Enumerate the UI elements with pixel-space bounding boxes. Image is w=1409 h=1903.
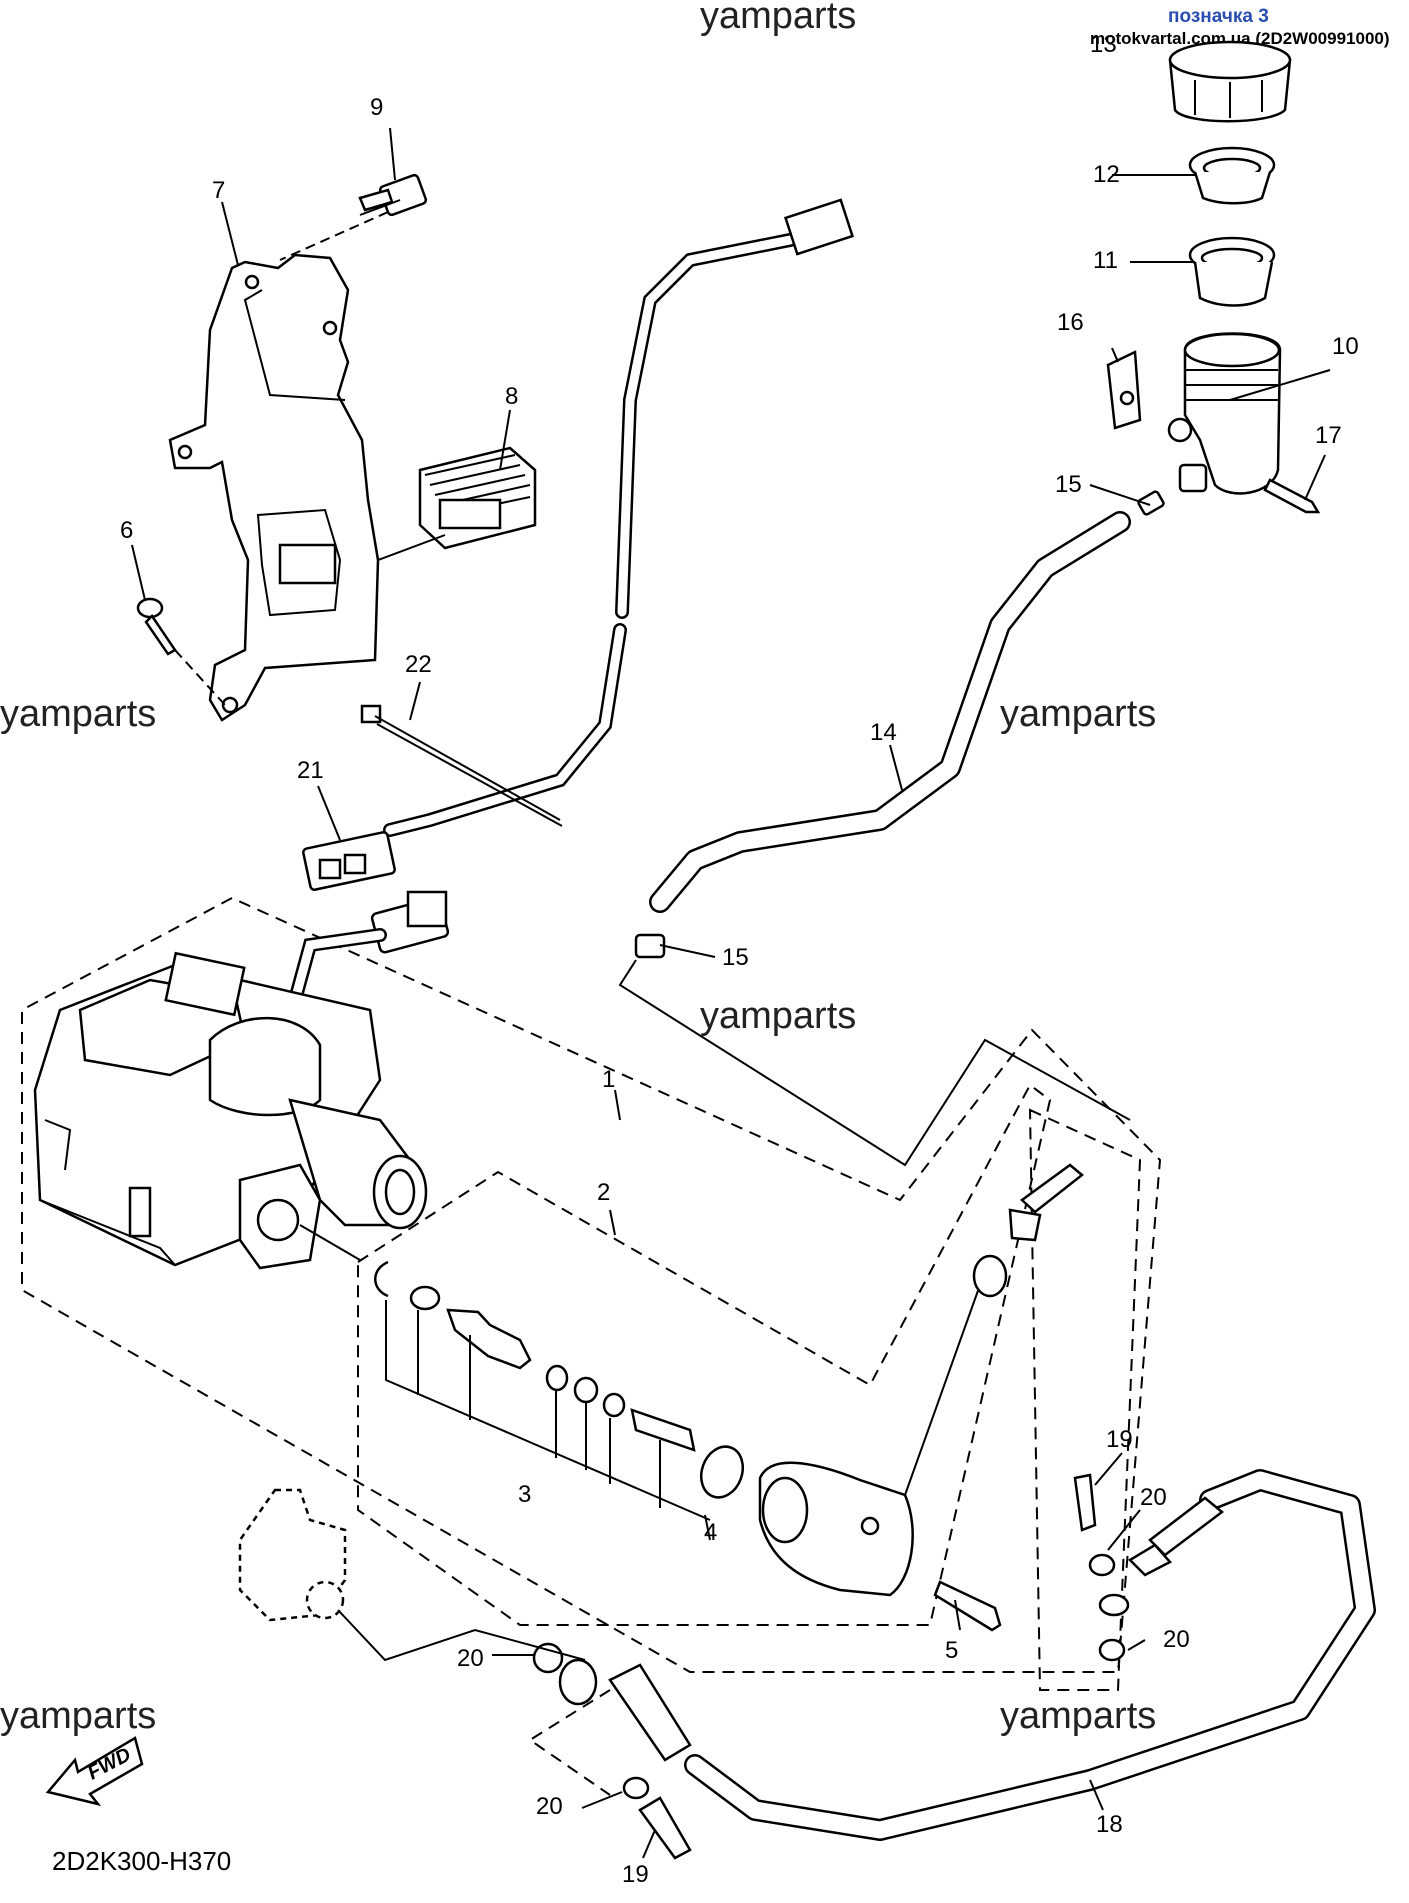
callouts: 1 2 3 4 5 6 7 8 9 10 11 12 13 14 15 15 1…: [120, 31, 1359, 1888]
callout-20a: 20: [1140, 1484, 1167, 1511]
callout-21: 21: [297, 757, 324, 784]
assembly-2-boundary: [357, 1083, 1052, 1626]
clutch-hose: [608, 1469, 1376, 1841]
hose-clip-lower: [618, 933, 1131, 1167]
header-label: позначка 3: [1168, 6, 1269, 27]
callout-8: 8: [505, 383, 518, 410]
callout-20d: 20: [536, 1793, 563, 1820]
reservoir-diaphragm: [1188, 236, 1276, 307]
callout-1: 1: [602, 1066, 615, 1093]
reservoir-bracket-16: [1106, 350, 1142, 430]
watermark-left-upper: yamparts: [0, 693, 156, 735]
union-bolt-19-upper: [1073, 1473, 1097, 1532]
callout-19a: 19: [1106, 1426, 1133, 1453]
callout-15a: 15: [1055, 471, 1082, 498]
callout-19b: 19: [622, 1861, 649, 1888]
hose-clip-upper: [1137, 490, 1165, 516]
callout-12: 12: [1093, 161, 1120, 188]
engine-fitting-leader: [337, 1609, 586, 1662]
washer-20-e: [558, 1658, 598, 1706]
union-bolt-19-lower: [638, 1796, 692, 1860]
bleed-screw: [972, 1163, 1084, 1298]
bolt-6: [136, 597, 226, 706]
callout-6: 6: [120, 517, 133, 544]
engine-fitting: [238, 1488, 347, 1622]
reservoir-diaphragm-plate: [1188, 146, 1276, 205]
washer-20-a: [1088, 1553, 1116, 1577]
assembly-18-boundary: [1028, 1108, 1142, 1691]
internal-parts-3: [374, 1260, 711, 1541]
watermark-right-upper: yamparts: [1000, 693, 1156, 735]
washer-20-f: [622, 1776, 650, 1800]
bolt-5: [933, 1580, 1002, 1632]
clutch-actuator: [33, 951, 428, 1270]
callout-10: 10: [1332, 333, 1359, 360]
watermark-left-lower: yamparts: [0, 1695, 156, 1737]
callout-17: 17: [1315, 422, 1342, 449]
clutch-cylinder: [758, 1284, 981, 1597]
callout-16: 16: [1057, 309, 1084, 336]
bracket: [168, 253, 380, 722]
callout-18: 18: [1096, 1811, 1123, 1838]
wire-harness-upper: [615, 198, 855, 619]
rectifier-regulator: [377, 446, 537, 561]
cable-tie: [360, 704, 563, 827]
diagram-code: 2D2K300-H370: [52, 1846, 231, 1876]
screw-17: [1263, 478, 1321, 514]
reservoir-hose: [649, 511, 1131, 913]
wire-harness-lower: [383, 623, 627, 837]
callout-4: 4: [704, 1519, 717, 1546]
leader-lines: [131, 127, 1331, 1859]
callout-20c: 20: [457, 1645, 484, 1672]
o-ring-4: [699, 1445, 745, 1499]
lower-dashed-link: [528, 1689, 611, 1796]
reservoir-cap: [1168, 40, 1292, 123]
watermark-right-lower: yamparts: [1000, 1695, 1156, 1737]
callout-13: 13: [1090, 31, 1117, 58]
callout-11: 11: [1093, 247, 1118, 274]
watermark-top: yamparts: [700, 0, 856, 37]
washer-20-c: [1098, 1638, 1126, 1662]
callout-5: 5: [945, 1637, 958, 1664]
header-source: motokvartal.com.ua (2D2W00991000): [1090, 29, 1390, 48]
callout-9: 9: [370, 94, 383, 121]
callout-2: 2: [597, 1179, 610, 1206]
assembly-1-boundary: [21, 896, 1162, 1673]
callout-20b: 20: [1163, 1626, 1190, 1653]
callout-7: 7: [212, 177, 225, 204]
callout-15b: 15: [722, 944, 749, 971]
callout-14: 14: [870, 719, 897, 746]
callout-22: 22: [405, 651, 432, 678]
fwd-arrow: FWD: [45, 1736, 144, 1807]
watermark-center: yamparts: [700, 995, 856, 1037]
coupler-21: [302, 831, 396, 891]
bolt-9: [279, 173, 428, 261]
callout-3: 3: [518, 1481, 531, 1508]
reservoir-body: [1167, 332, 1282, 495]
washer-20-b: [1098, 1593, 1130, 1617]
